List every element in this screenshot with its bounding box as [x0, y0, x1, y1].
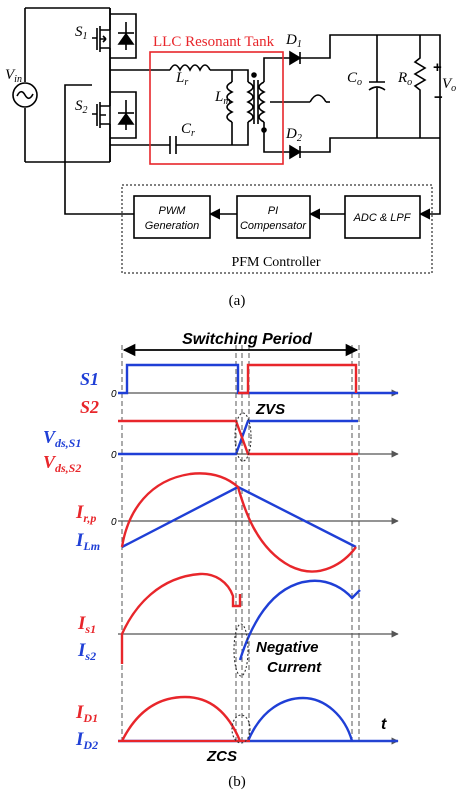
vds-s1-label: Vds,S1 [43, 427, 81, 450]
s1-signal-label: S1 [80, 369, 99, 389]
vo-label: Vo [442, 76, 456, 94]
s2-mosfet-icon [92, 85, 137, 162]
ir-p-label: Ir,p [75, 502, 96, 525]
id2-wave [246, 696, 354, 742]
d1-label: D1 [285, 32, 302, 50]
ro-label: Ro [397, 70, 412, 88]
pi-compensator-block [236, 195, 311, 239]
pwm-block-line1: PWM [159, 205, 187, 217]
lm-label: Lm [214, 89, 231, 107]
adc-lpf-block [344, 195, 421, 239]
timing-diagram [118, 343, 399, 745]
vds-s2-wave [118, 419, 358, 456]
zero-ir: 0 [111, 517, 117, 528]
zvs-label: ZVS [255, 401, 285, 418]
pi-block-line1: PI [268, 205, 278, 217]
caption-a: (a) [229, 293, 246, 309]
adc-block-label: ADC & LPF [353, 212, 412, 224]
zvs-ellipse [234, 412, 252, 462]
ro-resistor-icon [413, 35, 427, 138]
co-capacitor-icon [368, 35, 386, 138]
s2-label: S2 [75, 98, 88, 116]
co-label: Co [347, 70, 362, 88]
lm-inductor-icon [226, 81, 234, 123]
cr-capacitor-icon [169, 136, 177, 154]
caption-b: (b) [228, 774, 246, 790]
pfm-controller-label: PFM Controller [231, 255, 320, 270]
zcs-ellipse [231, 714, 251, 744]
s1-mosfet-icon [92, 8, 137, 85]
zero-vds: 0 [111, 450, 117, 461]
switching-period-label: Switching Period [182, 331, 313, 348]
is1-label: Is1 [77, 613, 96, 636]
s1-pulse [118, 363, 398, 395]
zero-s: 0 [111, 389, 117, 400]
s2-signal-label: S2 [80, 397, 99, 417]
is2-label: Is2 [77, 640, 96, 663]
is2-wave [238, 579, 361, 661]
neg-current-ellipse [233, 623, 249, 677]
ir-p-wave [120, 472, 357, 573]
d2-diode-icon [289, 144, 302, 160]
neg-current-line2: Current [267, 659, 322, 676]
d1-diode-icon [289, 50, 302, 66]
vo-minus-sign: − [434, 89, 443, 106]
neg-current-line1: Negative [256, 639, 319, 656]
id2-label: ID2 [75, 729, 98, 752]
time-axis-label: t [381, 716, 387, 733]
resonant-tank-box [149, 51, 284, 165]
cr-label: Cr [181, 121, 195, 139]
vo-plus-sign: + [433, 59, 442, 76]
circuit-schematic [12, 7, 441, 220]
ilm-wave [121, 485, 357, 549]
pi-block-line2: Compensator [240, 220, 307, 232]
lr-inductor-icon [169, 64, 211, 72]
pwm-generation-block [133, 195, 211, 239]
vin-label: Vin [5, 67, 22, 85]
pwm-block-line2: Generation [145, 220, 199, 232]
pfm-controller-box [121, 184, 433, 274]
ilm-label: ILm [75, 530, 100, 553]
id1-wave [120, 695, 242, 742]
s1-label: S1 [75, 24, 88, 42]
vds-s2-label: Vds,S2 [43, 452, 81, 475]
resonant-tank-label: LLC Resonant Tank [153, 34, 275, 50]
s2-pulse [238, 363, 358, 395]
d2-label: D2 [285, 126, 302, 144]
vin-source-icon [12, 82, 38, 108]
is1-wave [120, 572, 242, 664]
id1-label: ID1 [75, 702, 98, 725]
lr-label: Lr [175, 70, 188, 88]
zcs-label: ZCS [206, 748, 237, 765]
